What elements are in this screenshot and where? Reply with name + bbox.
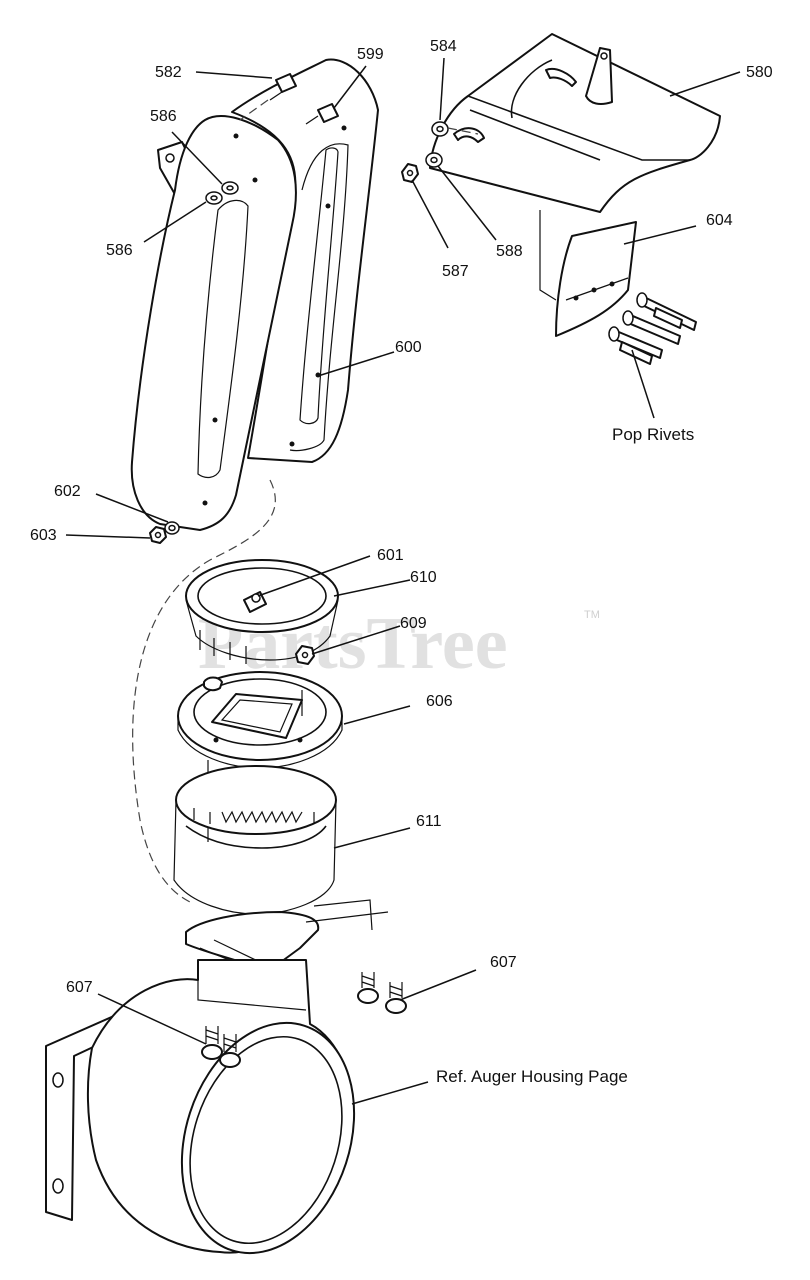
callout-607-left: 607	[66, 979, 93, 996]
callout-602: 602	[54, 483, 81, 500]
rotation-path	[132, 479, 276, 903]
ref-auger-housing-label: Ref. Auger Housing Page	[436, 1067, 628, 1086]
callout-580: 580	[746, 64, 773, 81]
callout-603: 603	[30, 527, 57, 544]
gear-ring-611	[173, 765, 337, 915]
callout-587: 587	[442, 263, 469, 280]
upper-chute-600	[130, 58, 379, 544]
callout-586-lower: 586	[106, 242, 133, 259]
callout-584: 584	[430, 38, 457, 55]
callout-606: 606	[426, 693, 453, 710]
trademark-mark: TM	[584, 609, 600, 621]
flange-606	[177, 671, 343, 842]
callout-609: 609	[400, 615, 427, 632]
spout-housing	[45, 959, 356, 1255]
pop-rivets	[608, 292, 697, 365]
callout-604: 604	[706, 212, 733, 229]
chute-ring-610	[185, 559, 339, 665]
callout-601: 601	[377, 547, 404, 564]
leader-lines	[65, 57, 741, 1105]
pop-rivets-label: Pop Rivets	[612, 425, 694, 444]
deflector-580	[401, 33, 721, 213]
callout-600: 600	[395, 339, 422, 356]
screws-607-left	[201, 1026, 241, 1068]
callout-611: 611	[416, 813, 442, 830]
screws-607-right	[357, 972, 407, 1014]
callout-586-upper: 586	[150, 108, 177, 125]
plate-604	[539, 210, 637, 337]
callout-588: 588	[496, 243, 523, 260]
callout-610: 610	[410, 569, 437, 586]
callout-607-right: 607	[490, 954, 517, 971]
callout-599: 599	[357, 46, 384, 63]
callout-582: 582	[155, 64, 182, 81]
